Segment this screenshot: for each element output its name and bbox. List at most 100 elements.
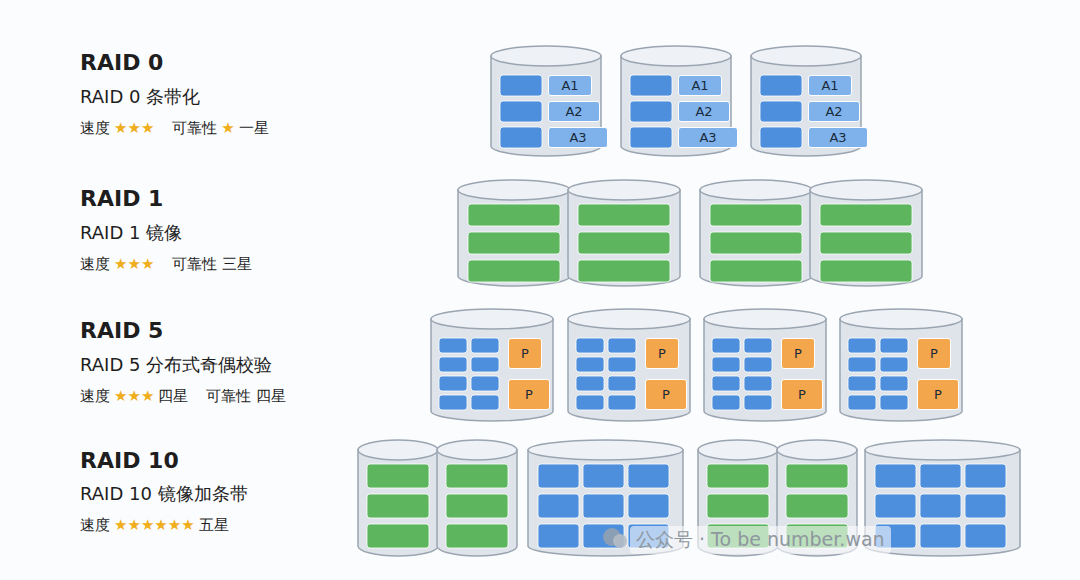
mirror-disk: [568, 180, 680, 286]
disk-body: [458, 190, 570, 286]
data-block: [760, 127, 802, 148]
data-block: [744, 357, 772, 372]
disk-body: [840, 319, 962, 421]
stripe-disk: A1A2A3: [490, 45, 602, 157]
disk-top: [528, 440, 683, 460]
label-text: 可靠性 三星: [172, 255, 252, 274]
label-text: RAID 0: [80, 50, 163, 75]
data-block: [880, 395, 908, 410]
data-block: [712, 376, 740, 391]
data-block: [820, 204, 912, 226]
data-block: [880, 338, 908, 353]
parity-block: P: [781, 379, 823, 410]
data-block: [920, 464, 961, 488]
rating-stars: ★★★: [114, 119, 154, 137]
data-block: [875, 464, 916, 488]
data-block: [965, 524, 1006, 548]
data-block: [710, 260, 802, 282]
data-block: [786, 494, 848, 518]
disk-top: [777, 440, 857, 460]
disk-body: [700, 190, 812, 286]
label-row: 速度★★★可靠性★一星: [80, 119, 269, 138]
data-block: [471, 357, 499, 372]
disk-body: [437, 450, 517, 556]
data-block: [630, 127, 672, 148]
data-block: [446, 494, 508, 518]
mirror-disk: [700, 180, 812, 286]
data-block: [707, 494, 769, 518]
stripe-disk: A1A2A3: [620, 45, 732, 157]
label-text: 可靠性 四星: [206, 387, 286, 406]
data-block: [848, 357, 876, 372]
label-text: 可靠性: [172, 119, 217, 138]
label-text: 四星: [158, 387, 188, 406]
data-block: [820, 260, 912, 282]
data-block: [608, 376, 636, 391]
data-block: [820, 232, 912, 254]
data-block: [576, 338, 604, 353]
data-block: [875, 494, 916, 518]
disk-top: [431, 309, 553, 329]
data-block: [880, 357, 908, 372]
block-column: PP: [508, 338, 550, 410]
data-block: [576, 376, 604, 391]
data-block: [707, 464, 769, 488]
data-block: [446, 464, 508, 488]
data-block: [446, 524, 508, 548]
parity-block: P: [508, 379, 550, 410]
data-block: [744, 338, 772, 353]
data-block: [712, 338, 740, 353]
data-block: [786, 464, 848, 488]
parity-block: P: [645, 379, 687, 410]
data-block: [744, 376, 772, 391]
data-block: [712, 395, 740, 410]
data-block: [880, 376, 908, 391]
label-text: 速度: [80, 516, 110, 535]
data-block: [468, 204, 560, 226]
block-column: A1A2A3: [678, 75, 738, 148]
data-block: [608, 395, 636, 410]
disk-body: [704, 319, 826, 421]
data-block: [583, 464, 624, 488]
data-block: [468, 260, 560, 282]
parity-disk: PP: [703, 308, 827, 422]
rating-stars: ★★★★★★: [114, 516, 195, 534]
disk-body: [568, 319, 690, 421]
watermark: 公众号 · To be number.wan: [630, 526, 891, 554]
parity-disk: PP: [839, 308, 963, 422]
data-block: [628, 494, 669, 518]
block-column: PP: [917, 338, 959, 410]
label-row: 速度★★★可靠性 三星: [80, 255, 252, 274]
label-row: 速度★★★四星可靠性 四星: [80, 387, 286, 406]
label-row: RAID 1: [80, 186, 163, 211]
disk-body: [810, 190, 922, 286]
data-block: [744, 395, 772, 410]
disk-top: [704, 309, 826, 329]
data-block-label: A3: [808, 127, 868, 148]
label-text: RAID 1: [80, 186, 163, 211]
data-block: [367, 524, 429, 548]
rating-stars: ★★★: [114, 387, 154, 405]
disk-top: [751, 46, 861, 66]
data-block: [471, 395, 499, 410]
wechat-icon: [603, 528, 627, 548]
data-block-label: A3: [678, 127, 738, 148]
data-block: [500, 101, 542, 122]
data-block-label: A2: [678, 101, 730, 122]
data-block: [608, 357, 636, 372]
watermark-text: 公众号 · To be number.wan: [636, 527, 885, 553]
data-block: [439, 395, 467, 410]
disk-top: [810, 180, 922, 200]
data-block: [471, 338, 499, 353]
data-block: [538, 524, 579, 548]
data-block: [583, 494, 624, 518]
disk-body: [431, 319, 553, 421]
disk-top: [491, 46, 601, 66]
parity-block: P: [917, 338, 951, 369]
data-block: [848, 395, 876, 410]
label-text: RAID 10: [80, 448, 179, 473]
data-block: [710, 232, 802, 254]
data-block: [576, 357, 604, 372]
data-block: [630, 75, 672, 96]
block-column: PP: [645, 338, 687, 410]
